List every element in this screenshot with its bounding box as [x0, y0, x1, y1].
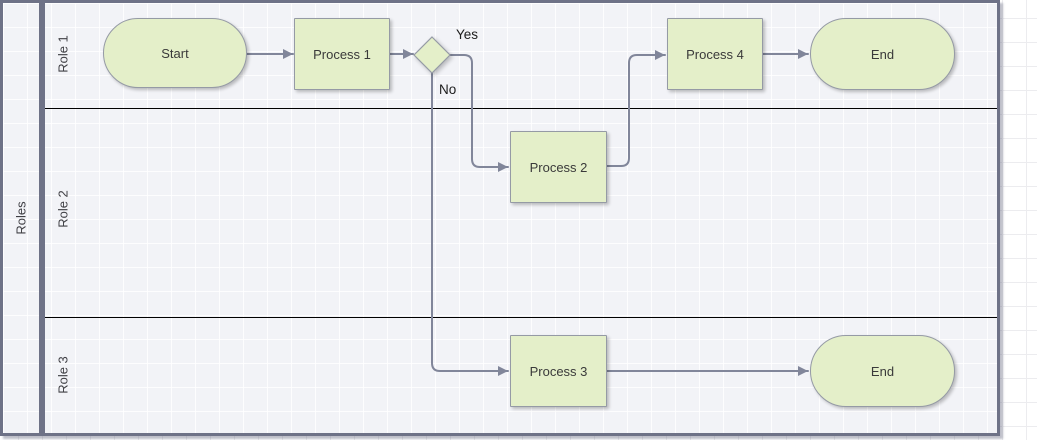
lane-label-role-3[interactable]: Role 3 — [55, 356, 71, 394]
pool-title[interactable]: Roles — [13, 201, 29, 235]
node-process-2[interactable]: Process 2 — [510, 131, 607, 203]
node-process-3[interactable]: Process 3 — [510, 335, 607, 407]
node-start[interactable]: Start — [103, 18, 247, 88]
edge-label-yes[interactable]: Yes — [456, 27, 479, 42]
node-decision[interactable] — [410, 33, 454, 82]
node-process-4[interactable]: Process 4 — [667, 18, 763, 90]
node-end-role1[interactable]: End — [810, 18, 955, 90]
node-process-1[interactable]: Process 1 — [294, 18, 390, 90]
node-end-role3[interactable]: End — [810, 335, 955, 407]
edge-label-no[interactable]: No — [439, 82, 457, 97]
lane-divider-1 — [45, 108, 997, 109]
pool-label-divider — [39, 3, 45, 433]
decision-diamond-shape[interactable] — [413, 36, 451, 74]
lane-label-role-2[interactable]: Role 2 — [55, 190, 71, 228]
lane-label-role-1[interactable]: Role 1 — [55, 35, 71, 73]
lane-divider-2 — [45, 317, 997, 318]
